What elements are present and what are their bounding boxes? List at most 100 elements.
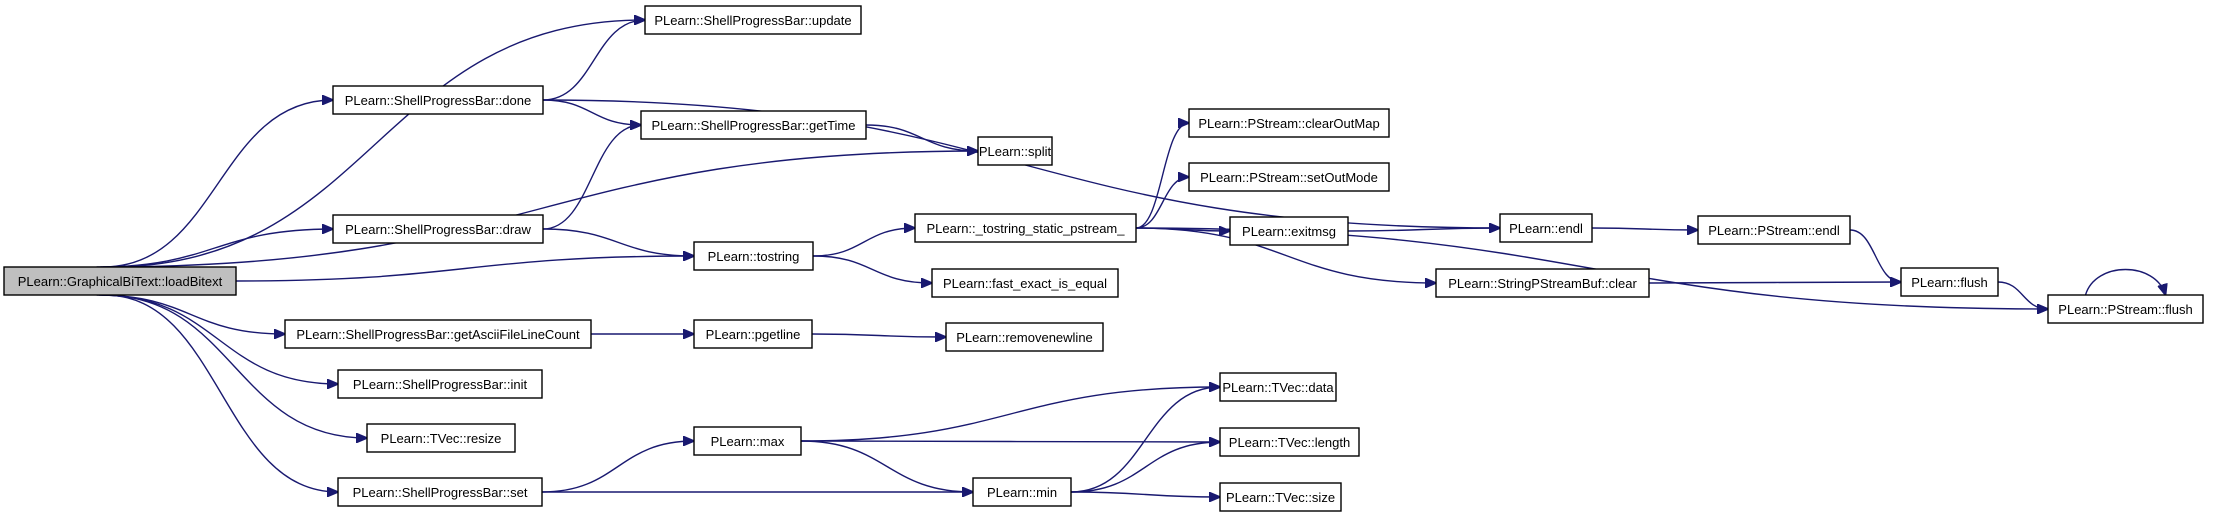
node-gettime[interactable]: PLearn::ShellProgressBar::getTime xyxy=(640,110,867,140)
edge-root-to-upd xyxy=(107,20,645,268)
node-box xyxy=(1697,215,1851,245)
node-box xyxy=(693,319,813,349)
edge-gettime-to-split xyxy=(865,124,978,151)
node-box xyxy=(1435,268,1650,298)
edge-set-to-max xyxy=(541,441,694,493)
edge-exitmsg-to-endl xyxy=(1347,228,1500,231)
node-box xyxy=(2047,294,2204,324)
edge-max-to-tvlength xyxy=(800,441,1220,442)
node-resize[interactable]: PLearn::TVec::resize xyxy=(366,423,516,453)
node-flush[interactable]: PLearn::flush xyxy=(1900,267,1999,297)
edge-min-to-tvdata xyxy=(1070,387,1220,493)
edge-min-to-tvlength xyxy=(1070,442,1220,493)
node-upd[interactable]: PLearn::ShellProgressBar::update xyxy=(644,5,862,35)
edge-root-to-draw xyxy=(96,229,333,268)
edge-root-to-tostring xyxy=(235,256,694,282)
node-tvdata[interactable]: PLearn::TVec::data xyxy=(1219,372,1337,402)
edge-min-to-tvsize xyxy=(1070,491,1220,497)
node-label: PLearn::PStream::flush xyxy=(2058,302,2192,317)
edge-root-to-resize xyxy=(101,294,367,438)
node-box xyxy=(3,266,237,296)
node-clearoutmap[interactable]: PLearn::PStream::clearOutMap xyxy=(1188,108,1390,138)
node-label: PLearn::tostring xyxy=(708,249,800,264)
node-label: PLearn::min xyxy=(987,485,1057,500)
edge-root-to-getascii xyxy=(96,294,285,334)
node-label: PLearn::TVec::data xyxy=(1222,380,1334,395)
edge-pgetline-to-removenewline xyxy=(811,334,946,337)
node-label: PLearn::flush xyxy=(1911,275,1988,290)
edge-tss-to-clearoutmap xyxy=(1135,123,1189,229)
node-sbclear[interactable]: PLearn::StringPStreamBuf::clear xyxy=(1435,268,1650,298)
edge-tostring-to-tss xyxy=(812,228,915,257)
node-label: PLearn::TVec::resize xyxy=(381,431,502,446)
node-box xyxy=(1229,216,1349,246)
edge-draw-to-gettime xyxy=(542,125,641,230)
node-box xyxy=(914,213,1137,243)
node-init[interactable]: PLearn::ShellProgressBar::init xyxy=(337,369,543,399)
node-box xyxy=(1188,108,1390,138)
edge-tss-to-setoutmode xyxy=(1135,177,1189,229)
node-label: PLearn::ShellProgressBar::getAsciiFileLi… xyxy=(296,327,580,342)
node-tss[interactable]: PLearn::_tostring_static_pstream_ xyxy=(914,213,1137,243)
node-endl[interactable]: PLearn::endl xyxy=(1499,213,1593,243)
node-label: PLearn::ShellProgressBar::init xyxy=(353,377,528,392)
edge-endl-to-psendl xyxy=(1591,228,1698,230)
node-fastexact[interactable]: PLearn::fast_exact_is_equal xyxy=(931,268,1119,298)
node-box xyxy=(1219,372,1337,402)
node-label: PLearn::ShellProgressBar::done xyxy=(345,93,531,108)
node-label: PLearn::_tostring_static_pstream_ xyxy=(927,221,1126,236)
edge-root-to-done xyxy=(103,100,333,268)
node-label: PLearn::fast_exact_is_equal xyxy=(943,276,1107,291)
node-label: PLearn::PStream::endl xyxy=(1708,223,1840,238)
edge-flush-to-psflush xyxy=(1997,281,2048,309)
edge-max-to-tvdata xyxy=(800,387,1220,442)
node-psendl[interactable]: PLearn::PStream::endl xyxy=(1697,215,1851,245)
node-label: PLearn::StringPStreamBuf::clear xyxy=(1448,276,1637,291)
node-box xyxy=(1219,482,1342,512)
node-tostring[interactable]: PLearn::tostring xyxy=(693,241,814,271)
node-max[interactable]: PLearn::max xyxy=(693,426,802,456)
node-label: PLearn::exitmsg xyxy=(1242,224,1336,239)
node-label: PLearn::ShellProgressBar::draw xyxy=(345,222,531,237)
node-removenewline[interactable]: PLearn::removenewline xyxy=(945,322,1104,352)
node-set[interactable]: PLearn::ShellProgressBar::set xyxy=(337,477,543,507)
node-pgetline[interactable]: PLearn::pgetline xyxy=(693,319,813,349)
node-label: PLearn::ShellProgressBar::set xyxy=(353,485,528,500)
node-box xyxy=(1219,427,1360,457)
node-label: PLearn::endl xyxy=(1509,221,1583,236)
node-box xyxy=(332,85,544,115)
node-label: PLearn::split xyxy=(979,144,1052,159)
node-box xyxy=(945,322,1104,352)
node-label: PLearn::GraphicalBiText::loadBitext xyxy=(18,274,223,289)
node-label: PLearn::removenewline xyxy=(956,330,1093,345)
node-box xyxy=(337,369,543,399)
node-draw[interactable]: PLearn::ShellProgressBar::draw xyxy=(332,214,544,244)
edge-root-to-set xyxy=(104,294,338,492)
edge-psflush-to-psflush xyxy=(2084,268,2166,296)
node-box xyxy=(1499,213,1593,243)
node-root[interactable]: PLearn::GraphicalBiText::loadBitext xyxy=(3,266,237,296)
node-label: PLearn::PStream::setOutMode xyxy=(1200,170,1378,185)
node-split[interactable]: PLearn::split xyxy=(977,136,1053,166)
node-min[interactable]: PLearn::min xyxy=(972,477,1072,507)
node-exitmsg[interactable]: PLearn::exitmsg xyxy=(1229,216,1349,246)
node-tvsize[interactable]: PLearn::TVec::size xyxy=(1219,482,1342,512)
node-box xyxy=(337,477,543,507)
node-done[interactable]: PLearn::ShellProgressBar::done xyxy=(332,85,544,115)
node-getascii[interactable]: PLearn::ShellProgressBar::getAsciiFileLi… xyxy=(284,319,592,349)
node-box xyxy=(284,319,592,349)
nodes-layer: PLearn::GraphicalBiText::loadBitextPLear… xyxy=(3,5,2204,512)
node-label: PLearn::PStream::clearOutMap xyxy=(1198,116,1379,131)
edge-done-to-upd xyxy=(542,20,645,101)
node-label: PLearn::pgetline xyxy=(706,327,801,342)
edge-root-to-split xyxy=(100,151,979,268)
node-setoutmode[interactable]: PLearn::PStream::setOutMode xyxy=(1188,162,1390,192)
node-box xyxy=(693,241,814,271)
node-box xyxy=(332,214,544,244)
node-tvlength[interactable]: PLearn::TVec::length xyxy=(1219,427,1360,457)
edge-psendl-to-flush xyxy=(1849,229,1901,282)
node-psflush[interactable]: PLearn::PStream::flush xyxy=(2047,294,2204,324)
node-box xyxy=(1188,162,1390,192)
node-box xyxy=(931,268,1119,298)
